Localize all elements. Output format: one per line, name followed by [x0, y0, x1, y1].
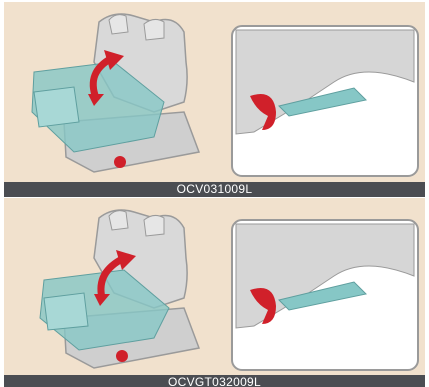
illustration-panel-bottom: [4, 198, 425, 376]
figure-caption-top: OCV031009L: [4, 182, 425, 197]
illustration-panel-top: [4, 2, 425, 182]
seat-fold-illustration-bottom: [4, 198, 425, 376]
seat-fold-illustration-top: [4, 2, 425, 182]
figure-caption-bottom: OCVGT032009L: [4, 375, 425, 387]
